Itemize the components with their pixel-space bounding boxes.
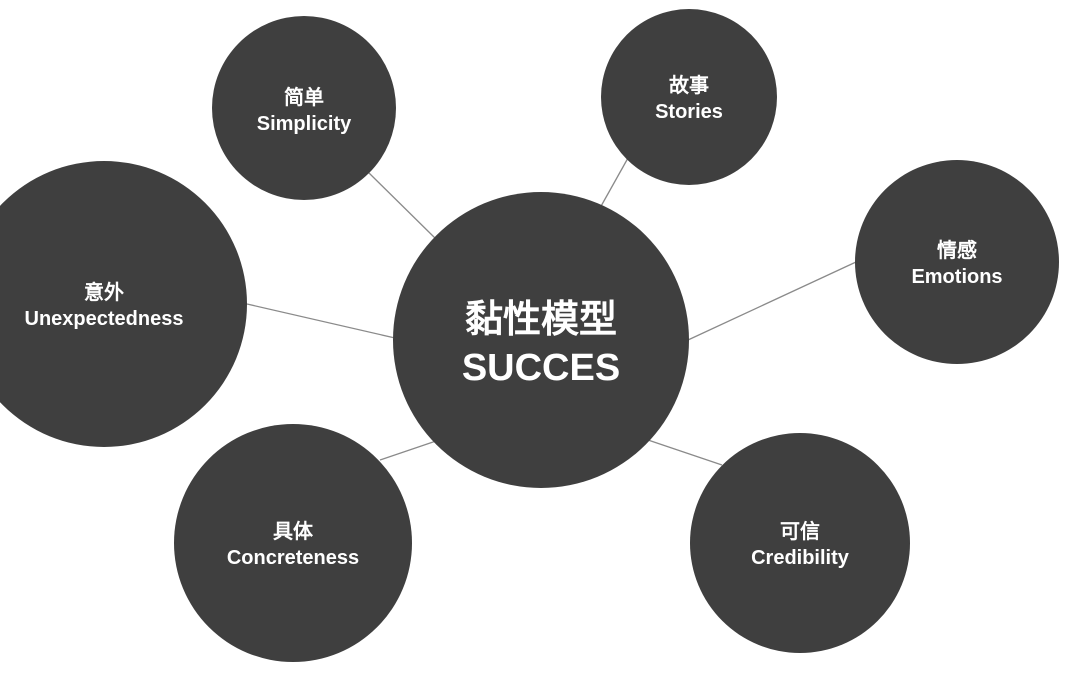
node-concreteness-cn: 具体 [273,519,314,543]
node-credibility-en: Credibility [751,547,850,569]
node-credibility-circle [690,433,910,653]
node-emotions-circle [855,160,1059,364]
node-emotions-en: Emotions [911,266,1002,288]
node-simplicity-circle [212,16,396,200]
node-simplicity-en: Simplicity [257,113,352,135]
node-emotions: 情感 Emotions [855,160,1059,364]
connector-emotions [687,261,857,341]
connector-stories [599,157,629,209]
connector-unexpectedness [246,303,396,339]
connectors [246,157,857,466]
center-title-cn: 黏性模型 [465,299,617,341]
node-unexpectedness-cn: 意外 [84,280,124,304]
node-unexpectedness: 意外 Unexpectedness [0,161,247,447]
node-stories-en: Stories [655,101,723,123]
node-concreteness-circle [174,424,412,662]
connector-simplicity [367,171,438,241]
center-title-en: SUCCES [462,347,620,389]
node-concreteness: 具体 Concreteness [174,424,412,662]
node-simplicity-cn: 简单 [284,85,324,109]
node-stories: 故事 Stories [601,9,777,185]
node-center: 黏性模型 SUCCES [393,192,689,488]
node-emotions-cn: 情感 [937,238,977,262]
node-credibility: 可信 Credibility [690,433,910,653]
node-stories-circle [601,9,777,185]
node-credibility-cn: 可信 [780,519,820,543]
connector-credibility [647,439,723,466]
node-concreteness-en: Concreteness [227,547,359,569]
node-stories-cn: 故事 [669,73,709,97]
node-unexpectedness-circle [0,161,247,447]
connector-concreteness [379,440,437,461]
node-center-circle [393,192,689,488]
node-unexpectedness-en: Unexpectedness [25,308,184,330]
node-simplicity: 简单 Simplicity [212,16,396,200]
